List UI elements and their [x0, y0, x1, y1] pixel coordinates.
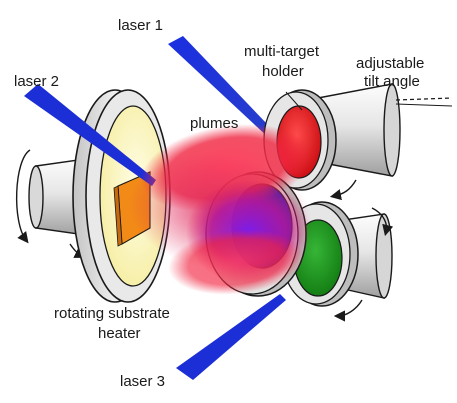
label-plumes: plumes [190, 115, 238, 132]
tilt-axis-dashed [395, 97, 453, 101]
rotation-arrow-icon [371, 207, 394, 237]
rotation-arrow-icon [333, 299, 363, 322]
label-laser-1: laser 1 [118, 17, 163, 34]
rotation-arrow-icon [15, 149, 31, 244]
plume-lower-red [168, 229, 304, 295]
label-heater-line2: heater [98, 325, 141, 342]
label-tilt-line2: tilt angle [364, 73, 420, 90]
label-holder-line2: holder [262, 63, 304, 80]
laser-3-beam [176, 294, 286, 380]
label-holder-line1: multi-target [244, 43, 320, 60]
rotation-arrow-icon [329, 179, 357, 201]
holder-leader-line [285, 91, 303, 111]
upper-target-cylinder [317, 83, 401, 177]
label-laser-2: laser 2 [14, 73, 59, 90]
label-laser-3: laser 3 [120, 373, 165, 390]
plumes [128, 124, 312, 295]
tilt-axis-solid [395, 103, 453, 107]
laser-1-beam [168, 36, 290, 152]
label-tilt-line1: adjustable [356, 55, 424, 72]
label-heater-line1: rotating substrate [54, 305, 170, 322]
laser-2-beam [24, 84, 156, 186]
